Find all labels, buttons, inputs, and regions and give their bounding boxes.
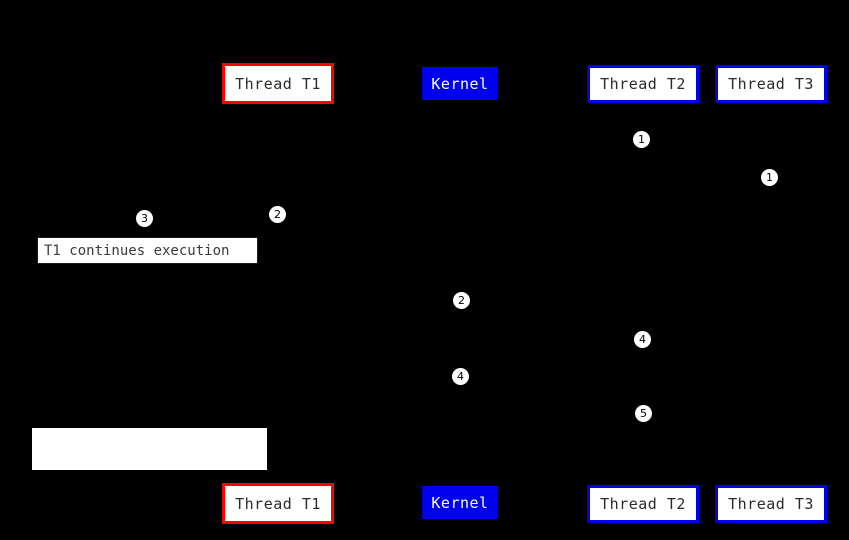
step-marker-thread-t2-5: 5: [635, 405, 652, 422]
step-marker-thread-t3-1: 1: [761, 169, 778, 186]
lifeline-header-thread-t3-label: Thread T3: [728, 75, 814, 93]
lifeline-footer-thread-t1-label: Thread T1: [235, 494, 321, 513]
lifeline-header-thread-t2-label: Thread T2: [600, 75, 686, 93]
lifeline-stem-thread-t1: [278, 104, 279, 483]
lifeline-footer-thread-t1[interactable]: Thread T1: [222, 483, 334, 524]
step-marker-thread-t2-4: 4: [634, 331, 651, 348]
lifeline-header-thread-t3[interactable]: Thread T3: [715, 65, 827, 103]
lifeline-tick-kernel: [459, 100, 462, 103]
lifeline-header-thread-t2[interactable]: Thread T2: [587, 65, 699, 103]
lifeline-footer-kernel[interactable]: Kernel: [422, 486, 498, 519]
step-marker-thread-t2-1: 1: [633, 131, 650, 148]
step-marker-thread-t1-3: 3: [136, 210, 153, 227]
lifeline-footer-thread-t2-label: Thread T2: [600, 495, 686, 513]
step-marker-kernel-2: 2: [453, 292, 470, 309]
blank-white-panel: [32, 428, 267, 470]
lifeline-stem-thread-t3: [771, 103, 772, 485]
lifeline-header-thread-t1[interactable]: Thread T1: [222, 63, 334, 104]
lifeline-footer-thread-t3[interactable]: Thread T3: [715, 485, 827, 523]
lifeline-tick-thread-t3: [770, 103, 773, 106]
lifeline-tick-thread-t1: [277, 104, 280, 107]
lifeline-footer-kernel-label: Kernel: [431, 493, 489, 512]
lifeline-footer-thread-t2[interactable]: Thread T2: [587, 485, 699, 523]
step-marker-thread-t1-2: 2: [269, 206, 286, 223]
lifeline-footer-thread-t3-label: Thread T3: [728, 495, 814, 513]
lifeline-header-kernel-label: Kernel: [431, 74, 489, 93]
lifeline-header-kernel[interactable]: Kernel: [422, 67, 498, 100]
lifeline-stem-thread-t2: [643, 103, 644, 485]
t1-continues-execution-note: T1 continues execution: [37, 237, 258, 264]
lifeline-tick-thread-t2: [642, 103, 645, 106]
step-marker-kernel-4: 4: [452, 368, 469, 385]
lifeline-header-thread-t1-label: Thread T1: [235, 74, 321, 93]
